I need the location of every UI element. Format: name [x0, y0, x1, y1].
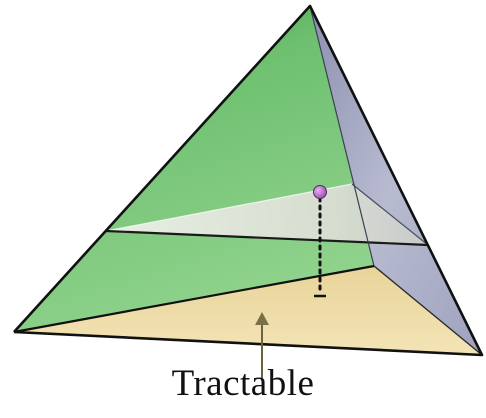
- inner-edge-base-left: [13, 264, 375, 334]
- arrow-head: [255, 312, 269, 325]
- slice-edge-right: [351, 183, 429, 246]
- outer-edge: [13, 4, 484, 357]
- left-face: [14, 6, 374, 332]
- slice-edge-back: [105, 183, 353, 232]
- tractable-label: Tractable: [171, 363, 315, 404]
- bottom-face: [14, 266, 482, 355]
- slice-plane: [106, 184, 428, 245]
- query-point: [313, 185, 327, 199]
- inner-edge-apex: [309, 5, 375, 267]
- inner-edge-base-right: [373, 265, 483, 356]
- slice-edge-front: [105, 229, 429, 247]
